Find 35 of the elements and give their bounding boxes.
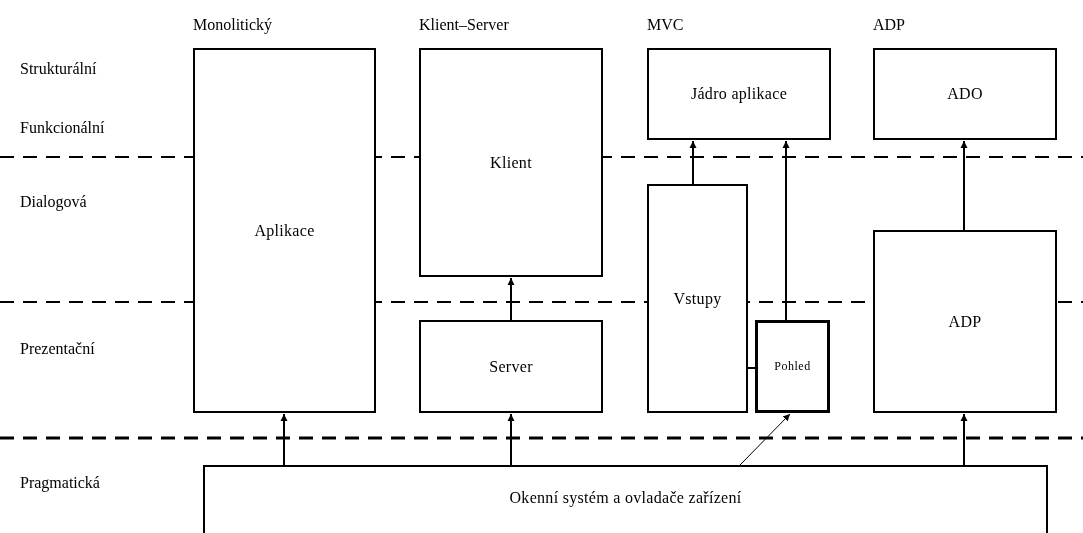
layer-label: Dialogová [20, 193, 87, 211]
arrow [280, 413, 288, 466]
box-label: Klient [490, 153, 532, 172]
layer-label: Funkcionální [20, 119, 105, 137]
process-box [419, 48, 603, 277]
connector-line [747, 367, 756, 369]
arrow [689, 140, 697, 185]
process-box [647, 184, 748, 413]
process-box [647, 48, 831, 140]
process-box [755, 320, 830, 413]
box-label: ADO [947, 85, 983, 103]
arrow [507, 277, 515, 321]
process-box [873, 230, 1057, 413]
box-label: Okenní systém a ovladače zařízení [509, 489, 742, 507]
arrow [782, 140, 790, 321]
process-box [203, 465, 1048, 533]
column-heading: ADP [873, 16, 905, 34]
process-box [193, 48, 376, 413]
column-heading: Klient–Server [419, 16, 509, 34]
arrow [960, 140, 968, 231]
arrow [739, 413, 791, 466]
box-label: ADP [948, 312, 982, 331]
box-label: Vstupy [673, 289, 722, 308]
box-label: Aplikace [254, 221, 315, 240]
layer-label: Pragmatická [20, 474, 100, 492]
box-label: Jádro aplikace [690, 85, 788, 103]
process-box [873, 48, 1057, 140]
box-label: Pohled [774, 359, 811, 374]
layer-label: Prezentační [20, 340, 95, 358]
process-box [419, 320, 603, 413]
box-label: Server [489, 357, 533, 376]
arrow [507, 413, 515, 466]
layer-label: Strukturální [20, 60, 97, 78]
column-heading: MVC [647, 16, 684, 34]
arrow [960, 413, 968, 466]
